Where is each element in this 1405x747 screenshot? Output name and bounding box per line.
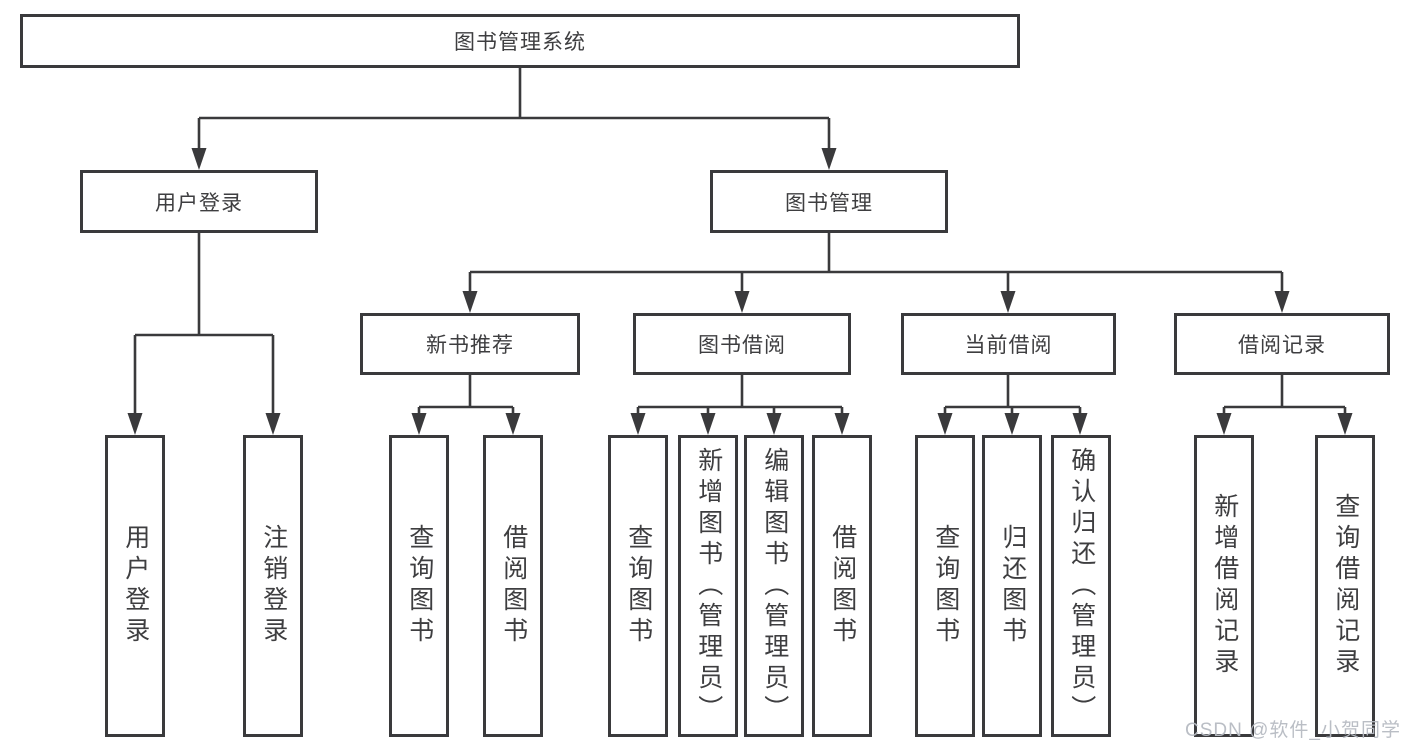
node-user-login: 用户登录 [80, 170, 318, 233]
watermark: CSDN @软件_小贺同学 [1185, 720, 1401, 741]
leaf-query-books-borrow: 查询图书 [608, 435, 668, 737]
node-current-borrow: 当前借阅 [901, 313, 1116, 375]
leaf-query-borrow-record: 查询借阅记录 [1315, 435, 1375, 737]
leaf-confirm-return-admin: 确认归还（管理员） [1051, 435, 1111, 737]
leaf-borrow-books-recommend: 借阅图书 [483, 435, 543, 737]
node-borrow-records: 借阅记录 [1174, 313, 1390, 375]
leaf-add-books-admin: 新增图书（管理员） [678, 435, 738, 737]
leaf-edit-books-admin: 编辑图书（管理员） [744, 435, 804, 737]
leaf-logout: 注销登录 [243, 435, 303, 737]
arrowheads [127, 148, 1353, 435]
node-book-management: 图书管理 [710, 170, 948, 233]
node-root: 图书管理系统 [20, 14, 1020, 68]
leaf-add-borrow-record: 新增借阅记录 [1194, 435, 1254, 737]
node-new-book-recommend: 新书推荐 [360, 313, 580, 375]
leaf-user-login: 用户登录 [105, 435, 165, 737]
leaf-query-books-recommend: 查询图书 [389, 435, 449, 737]
node-book-borrow: 图书借阅 [633, 313, 851, 375]
leaf-borrow-books: 借阅图书 [812, 435, 872, 737]
connector-lines [133, 68, 1347, 416]
leaf-return-books: 归还图书 [982, 435, 1042, 737]
leaf-query-books-current: 查询图书 [915, 435, 975, 737]
